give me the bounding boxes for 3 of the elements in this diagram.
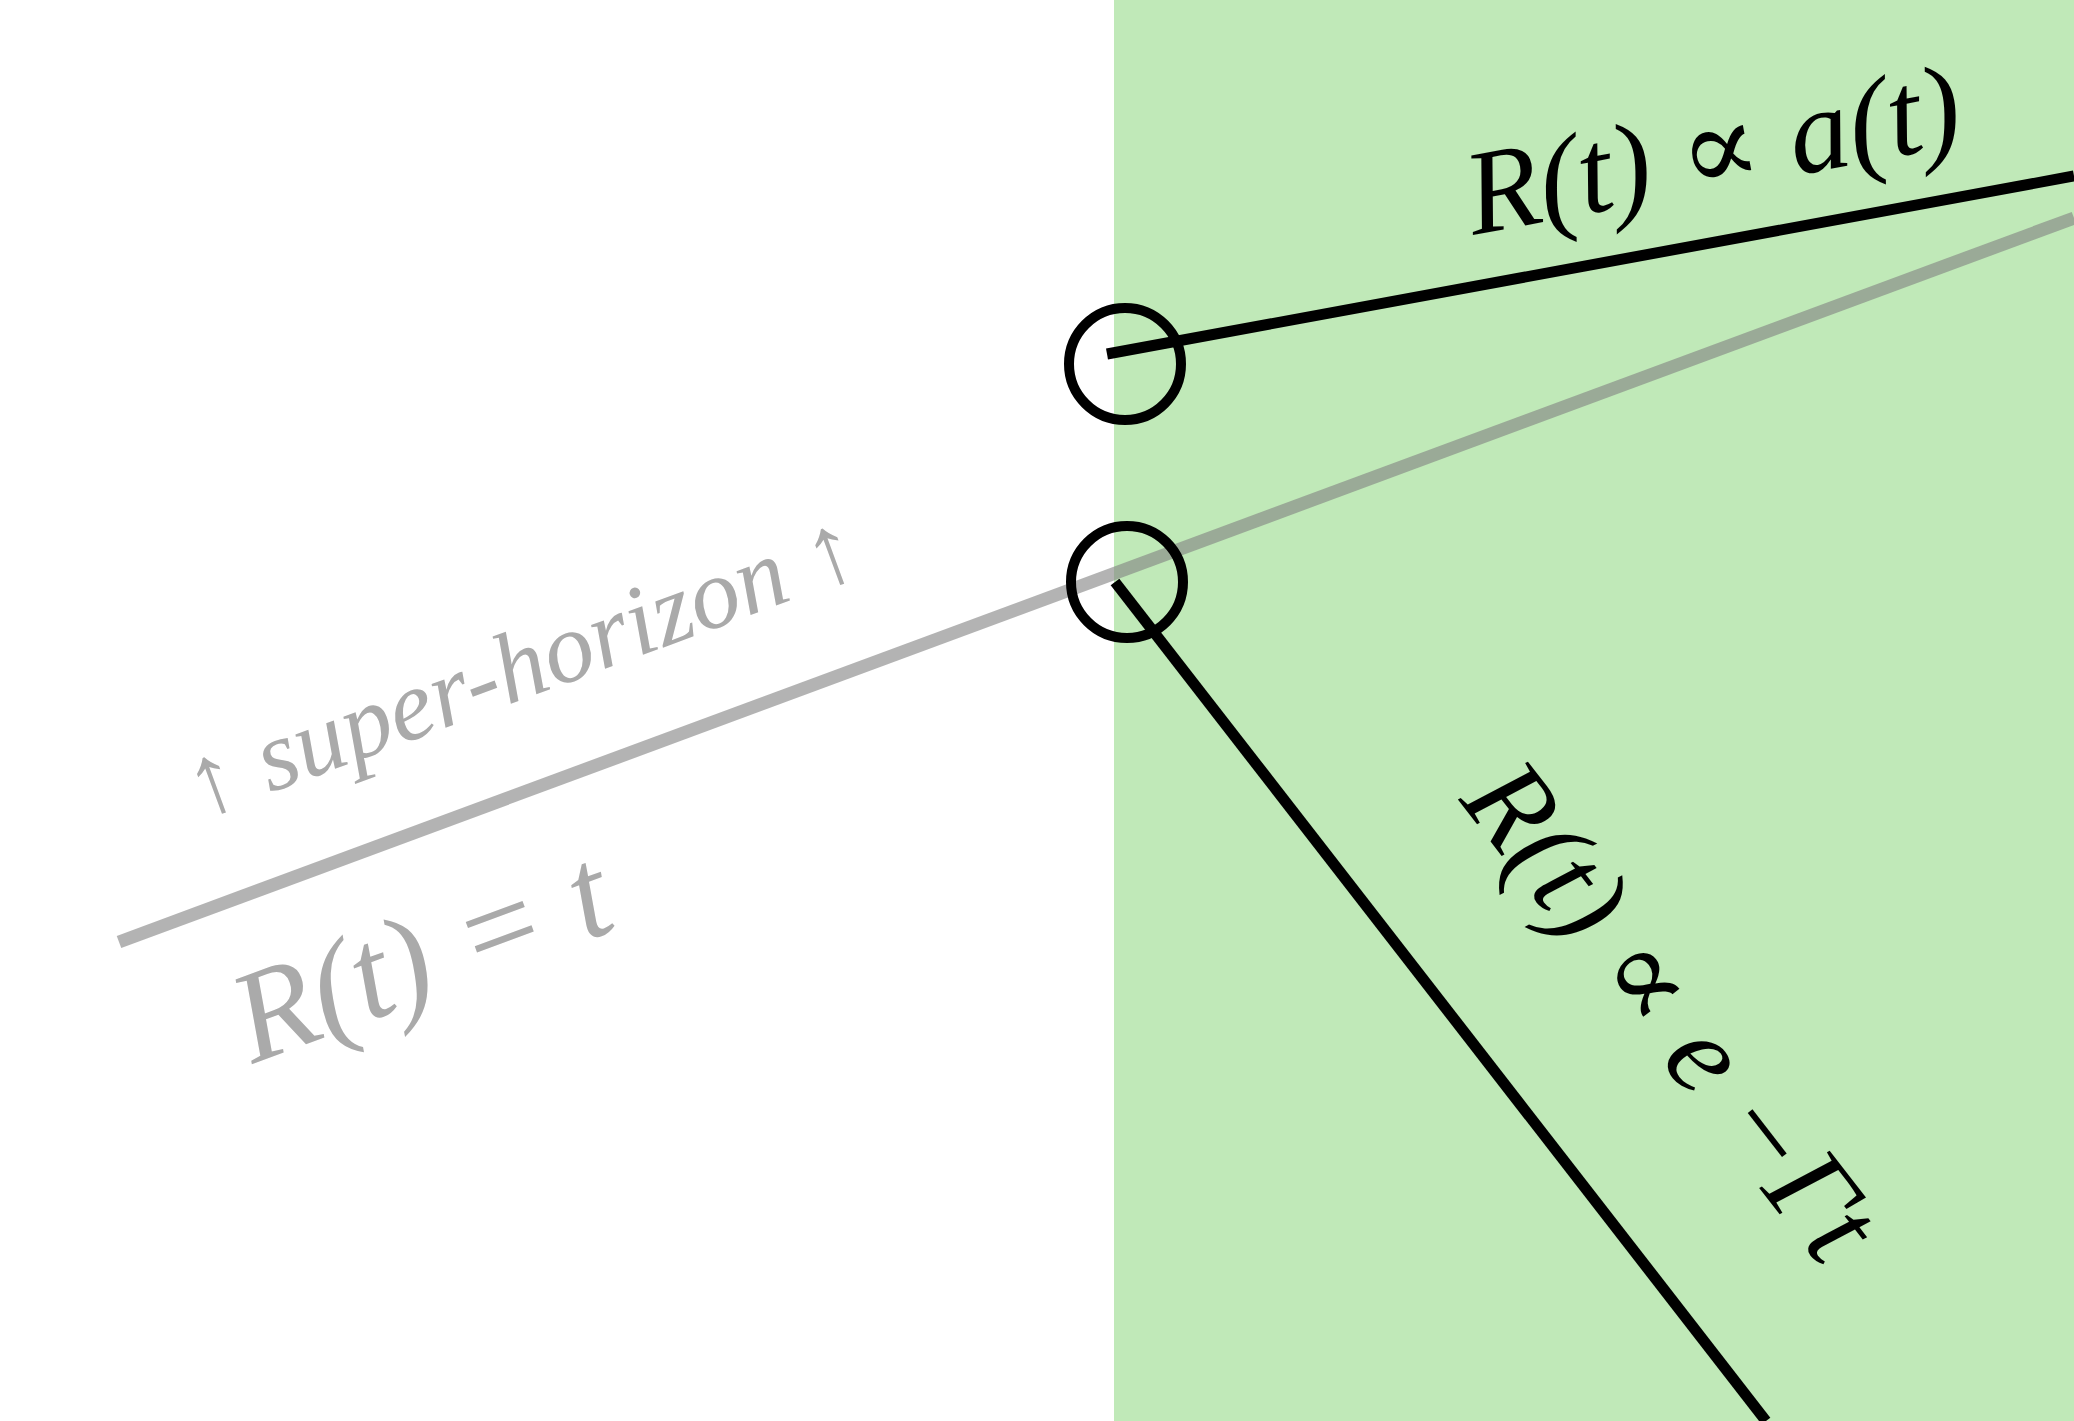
formula-label: R(t) = t <box>214 826 626 1084</box>
formula-label: R(t) ∝ e −Γt <box>1442 738 1902 1282</box>
formula-label: R(t) ∝ a(t) <box>1454 45 1970 255</box>
